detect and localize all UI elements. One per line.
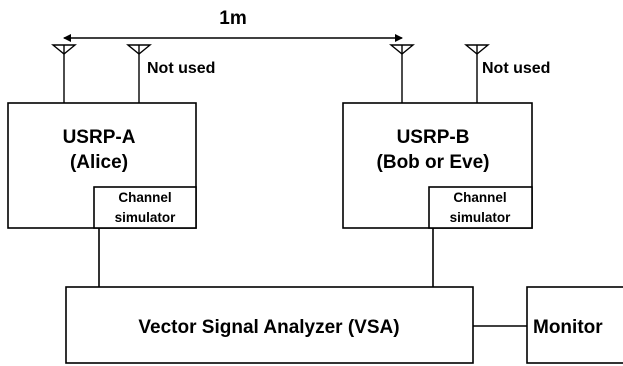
antenna-icon (464, 44, 490, 103)
channel-sim-a-line2: simulator (115, 210, 177, 225)
vsa-box (65, 286, 474, 364)
usrp-a-channel-simulator (93, 186, 197, 229)
antenna-icon (126, 44, 152, 103)
monitor-label: Monitor (533, 317, 603, 338)
monitor-box (526, 286, 623, 364)
usrp-b-role: (Bob or Eve) (377, 152, 490, 173)
usrp-b-channel-simulator (428, 186, 533, 229)
channel-sim-a-line1: Channel (118, 190, 171, 205)
not-used-label-b: Not used (482, 60, 550, 77)
antenna-icon (51, 44, 77, 103)
usrp-b-name: USRP-B (397, 127, 470, 148)
channel-sim-b-line1: Channel (453, 190, 506, 205)
not-used-label-a: Not used (147, 60, 215, 77)
usrp-a-name: USRP-A (63, 127, 136, 148)
vsa-label: Vector Signal Analyzer (VSA) (138, 317, 399, 338)
channel-sim-b-line2: simulator (450, 210, 512, 225)
usrp-a-role: (Alice) (70, 152, 128, 173)
antenna-icon (389, 44, 415, 103)
distance-label: 1m (219, 8, 246, 29)
